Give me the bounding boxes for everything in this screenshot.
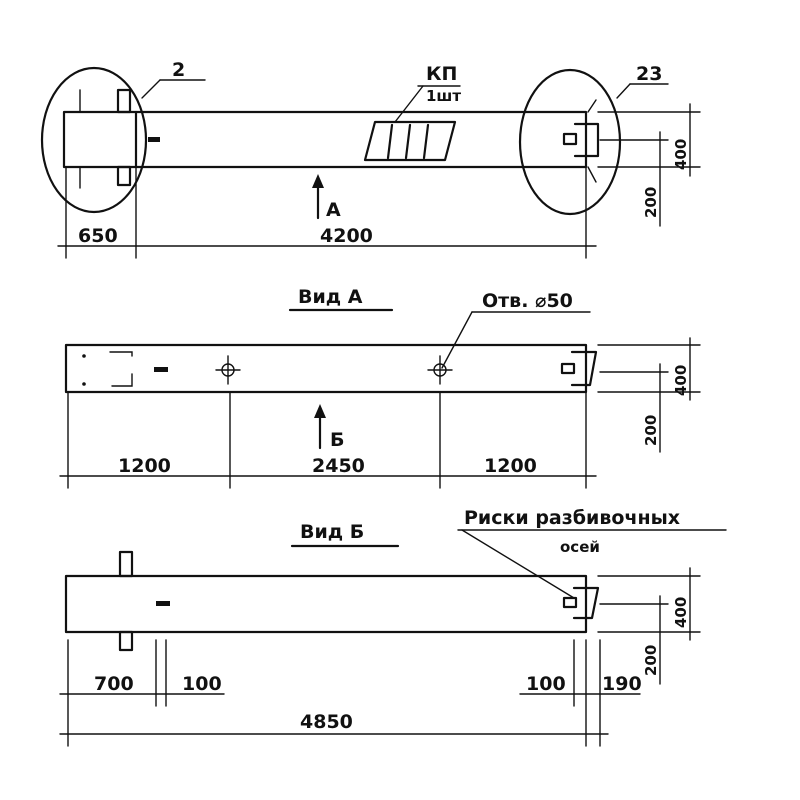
end-tick-top (587, 99, 597, 113)
end-plate-b (572, 586, 600, 620)
mark-small-a (154, 367, 168, 372)
view-arrow-a-head (312, 174, 324, 188)
kp-label-2: 1шт (426, 87, 461, 105)
corner-mark (109, 351, 133, 387)
lift-loop-b-bottom (118, 630, 134, 652)
kp-leader (394, 85, 424, 123)
view-arrow-b-head (314, 404, 326, 418)
dot-1 (82, 354, 86, 358)
view-arrow-a-label: А (326, 199, 341, 221)
callout-leader-right (616, 83, 631, 99)
dim-height-text: 400 (672, 139, 690, 170)
end-plate-a (570, 350, 598, 387)
hole-2 (427, 355, 453, 385)
kp-divider-1 (386, 123, 394, 160)
dim-main-text: 4200 (320, 225, 373, 247)
end-tick-bottom (587, 166, 597, 183)
beam-view-a-outline (64, 343, 588, 394)
lift-loop-b-top (118, 550, 134, 578)
mark-small-b (156, 601, 170, 606)
dim-b-1-text: 700 (94, 673, 134, 695)
end-plate (573, 122, 600, 158)
end-stub (562, 132, 578, 146)
callout-right-label: 23 (636, 63, 662, 85)
dim-b-total-text: 4850 (300, 711, 353, 733)
detail-ellipse-right (518, 68, 622, 216)
end-stub-b (562, 596, 578, 609)
view-b: Вид Б Риски разбивочных осей 700 100 100… (59, 507, 727, 747)
dim-b-3-text: 100 (526, 673, 566, 695)
note-line-1: Риски разбивочных (464, 507, 680, 529)
callout-left-label: 2 (172, 59, 185, 81)
beam-top-outline (62, 110, 588, 169)
top-view: КП 1шт 2 23 А 650 4200 400 200 (40, 59, 701, 259)
dim-a-left-text: 1200 (118, 455, 171, 477)
view-a: Вид А Отв. ⌀50 Б (59, 286, 701, 489)
end-stub-a (560, 362, 576, 375)
dim-b-2-text: 100 (182, 673, 222, 695)
view-b-title: Вид Б (300, 521, 364, 543)
dim-a-right-text: 1200 (484, 455, 537, 477)
callout-leader-left (141, 79, 161, 99)
hole-label: Отв. ⌀50 (482, 290, 573, 312)
lift-loop-top (116, 88, 132, 114)
kp-divider-3 (422, 123, 430, 160)
detail-ellipse-left (40, 66, 148, 214)
mark-small (148, 137, 160, 142)
dim-left-text: 650 (78, 225, 118, 247)
hole-1 (215, 355, 241, 385)
view-arrow-b-label: Б (330, 429, 344, 451)
dim-a-mid-text: 2450 (312, 455, 365, 477)
beam-view-b-outline (64, 574, 588, 634)
kp-label-1: КП (426, 63, 457, 85)
dim-a-height-text: 400 (672, 365, 690, 396)
dot-2 (82, 382, 86, 386)
dim-b-4-text: 190 (602, 673, 642, 695)
kp-block (363, 120, 457, 162)
lift-loop-bottom (116, 165, 132, 187)
dim-offset-text: 200 (642, 187, 660, 218)
dim-a-offset-text: 200 (642, 415, 660, 446)
dim-b-offset-text: 200 (642, 645, 660, 676)
kp-divider-2 (404, 123, 412, 160)
view-a-title: Вид А (298, 286, 363, 308)
note-leader (461, 529, 575, 599)
hole-leader (441, 311, 473, 369)
note-line-2: осей (560, 538, 600, 556)
dim-b-height-text: 400 (672, 597, 690, 628)
